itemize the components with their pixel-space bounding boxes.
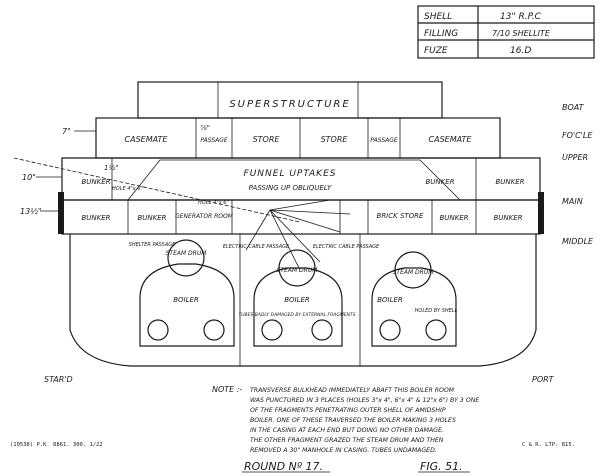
label-tubes-damaged: TUBES BADLY DAMAGED BY EXTERNAL FRAGMENT… <box>238 312 355 318</box>
label-passing-up: PASSING UP OBLIQUELY <box>249 184 332 192</box>
label-bunker-main-port-inner: BUNKER <box>439 214 468 222</box>
info-shell-label: SHELL <box>424 12 452 22</box>
label-passage-starboard: PASSAGE <box>200 137 228 144</box>
label-bunker-upper-port: BUNKER <box>495 178 524 186</box>
label-hole-1: HOLE 4"x 6" <box>112 186 143 192</box>
info-table: SHELL 13" R.P.C FILLING 7/10 SHELLITE FU… <box>417 5 595 59</box>
label-bunker-upper-port-inner: BUNKER <box>425 178 454 186</box>
label-generator-room: GENERATOR ROOM <box>175 213 234 220</box>
thickness-13-5: 13½" <box>20 207 42 216</box>
label-steam-drum-1: STEAM DRUM <box>166 250 208 257</box>
thickness-7-8: ⅞" <box>200 124 210 132</box>
shell-trajectory: HOLE 4"x 6" HOLE 4"x 6" <box>13 157 351 271</box>
label-passage-port: PASSAGE <box>370 137 398 144</box>
label-hole-2: HOLE 4"x 6" <box>198 200 229 206</box>
info-filling-value: 7/10 SHELLITE <box>492 29 551 38</box>
label-steam-drum-2: STEAM DRUM <box>277 267 319 274</box>
deck-label-boat: BOAT <box>562 103 585 112</box>
fig-label: FIG. 51. <box>420 460 463 473</box>
ship-outline: SUPERSTRUCTURE CASEMATE PASSAGE STORE ST… <box>58 81 544 367</box>
label-bunker-main-2: BUNKER <box>137 214 166 222</box>
label-steam-drum-3: STEAM DRUM <box>393 269 435 276</box>
label-casemate-port: CASEMATE <box>429 135 473 144</box>
note-line-5: IN THE CASING AT EACH END BUT DOING NO O… <box>250 427 444 434</box>
label-store-1: STORE <box>253 135 281 144</box>
label-bunker-main-port: BUNKER <box>493 214 522 222</box>
label-brick-store: BRICK STORE <box>377 212 425 220</box>
note-line-4: BOILER. ONE OF THESE TRAVERSED THE BOILE… <box>250 417 456 424</box>
note-block: NOTE :- TRANSVERSE BULKHEAD IMMEDIATELY … <box>212 385 479 454</box>
thickness-1-5: 1½" <box>104 164 118 172</box>
label-starboard: STAR'D <box>44 375 73 384</box>
label-superstructure: SUPERSTRUCTURE <box>229 99 350 110</box>
footer-lithographer: C & R. LTP. 815. <box>522 442 575 448</box>
footer-print-code: (10538) P.K. 8861. 300. 1/22 <box>10 442 103 448</box>
label-electric-cable-passage-1: ELECTRIC CABLE PASSAGE <box>223 244 290 250</box>
note-line-6: THE OTHER FRAGMENT GRAZED THE STEAM DRUM… <box>250 437 444 444</box>
deck-label-middle: MIDDLE <box>562 237 594 246</box>
label-bunker-main-starboard: BUNKER <box>81 214 110 222</box>
note-line-2: WAS PUNCTURED IN 3 PLACES (HOLES 3"x 4",… <box>250 397 479 404</box>
info-fuze-value: 16.D <box>510 46 531 56</box>
deck-label-focsle: FO'C'LE <box>562 131 593 140</box>
thickness-marks: 7" 1½" 10" 13½" ⅞" <box>20 124 210 216</box>
boilers: STEAM DRUM BOILER STEAM DRUM BOILER TUBE… <box>139 239 458 347</box>
label-boiler-1: BOILER <box>173 296 199 304</box>
note-line-1: TRANSVERSE BULKHEAD IMMEDIATELY ABAFT TH… <box>250 387 455 394</box>
thickness-7: 7" <box>62 127 71 136</box>
deck-label-main: MAIN <box>562 197 583 206</box>
label-shelter-passage: SHELTER PASSAGE <box>129 242 176 248</box>
deck-labels: BOAT FO'C'LE UPPER MAIN MIDDLE <box>562 103 594 246</box>
deck-label-upper: UPPER <box>562 153 588 162</box>
note-heading: NOTE :- <box>212 385 242 394</box>
label-boiler-2: BOILER <box>284 296 310 304</box>
label-funnel-uptakes: FUNNEL UPTAKES <box>244 169 337 179</box>
label-casemate-starboard: CASEMATE <box>125 135 169 144</box>
info-fuze-label: FUZE <box>424 46 448 56</box>
info-shell-value: 13" R.P.C <box>500 12 542 22</box>
label-holed-by-shell: HOLED BY SHELL <box>415 308 458 314</box>
label-store-2: STORE <box>321 135 349 144</box>
label-electric-cable-passage-2: ELECTRIC CABLE PASSAGE <box>313 244 380 250</box>
info-filling-label: FILLING <box>424 29 458 39</box>
note-line-3: OF THE FRAGMENTS PENETRATING OUTER SHELL… <box>250 407 446 414</box>
thickness-10: 10" <box>22 173 36 182</box>
round-label: ROUND Nº 17. <box>244 460 323 473</box>
label-port: PORT <box>532 375 555 384</box>
label-boiler-3: BOILER <box>377 296 403 304</box>
note-line-7: REMOVED A 30" MANHOLE IN CASING. TUBES U… <box>250 447 437 454</box>
label-bunker-upper-starboard: BUNKER <box>81 178 110 186</box>
